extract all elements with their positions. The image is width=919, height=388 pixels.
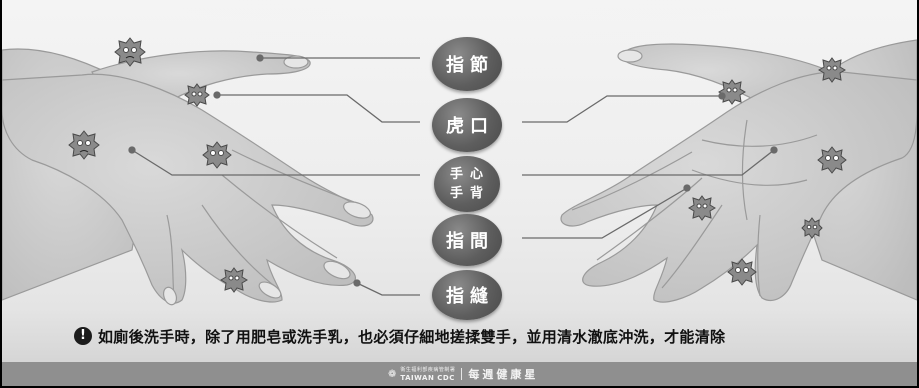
tip-text: 如廁後洗手時，除了用肥皂或洗手乳，也必須仔細地搓揉雙手，並用清水澈底沖洗，才能清… <box>98 328 726 346</box>
left-nail-thumb <box>283 55 309 69</box>
footer-brand: 每週健康星 <box>468 368 539 381</box>
footer-separator <box>461 368 463 380</box>
left-nail-index <box>343 201 371 219</box>
cdc-logo-icon: ❁ <box>388 368 397 380</box>
left-nail-little <box>162 286 178 306</box>
germs <box>68 37 847 293</box>
right-nail-thumb <box>617 49 643 63</box>
left-hand-back <box>2 73 374 304</box>
label-gap-text: 指縫 <box>446 286 494 307</box>
footer-org-en: TAIWAN CDC <box>400 374 455 382</box>
label-palm-text: 手心 <box>449 167 490 182</box>
germ-icon <box>817 146 847 174</box>
germ-icon <box>801 217 823 239</box>
label-joint: 指節 <box>432 37 502 91</box>
dot-gap <box>353 279 361 287</box>
left-hand <box>2 48 374 306</box>
label-thumb-web-text: 虎口 <box>446 116 494 137</box>
dot-joint <box>256 54 264 62</box>
label-gap: 指縫 <box>432 270 502 320</box>
tip-bar: ! 如廁後洗手時，除了用肥皂或洗手乳，也必須仔細地搓揉雙手，並用清水澈底沖洗，才… <box>2 318 917 358</box>
exclamation-icon: ! <box>74 327 92 345</box>
label-back-text: 手背 <box>449 186 490 201</box>
left-nail-ring <box>258 281 282 299</box>
left-hand-finger-index <box>231 149 363 206</box>
line-palm <box>522 149 775 176</box>
dot-thumb-web-right <box>718 92 726 100</box>
label-between-text: 指間 <box>446 231 494 252</box>
left-hand-finger-ring <box>201 204 278 289</box>
germ-icon <box>114 37 146 67</box>
left-nail-middle <box>323 260 351 280</box>
footer-org-zh: 衛生福利部疾病管制署 <box>400 367 456 373</box>
right-hand-finger-lines <box>571 151 761 297</box>
germ-icon <box>718 79 746 105</box>
footer-logo: ❁ 衛生福利部疾病管制署 TAIWAN CDC 每週健康星 <box>388 365 538 383</box>
germ-icon <box>727 258 757 286</box>
dot-thumb-web-left <box>213 91 221 99</box>
label-thumb-web: 虎口 <box>432 98 502 152</box>
line-thumb-web-right <box>522 95 722 123</box>
right-hand <box>560 39 917 303</box>
line-back <box>131 149 420 176</box>
label-joint-text: 指節 <box>446 55 494 76</box>
dot-back <box>128 146 136 154</box>
germ-icon <box>68 130 100 160</box>
line-thumb-web-left <box>217 94 420 123</box>
left-hand-finger-middle <box>221 174 338 259</box>
dot-between <box>683 184 691 192</box>
callout-lines <box>128 54 778 296</box>
line-between <box>522 187 688 239</box>
label-between: 指間 <box>432 214 502 266</box>
line-gap <box>356 282 420 296</box>
right-hand-palm <box>560 71 917 303</box>
dot-palm <box>770 146 778 154</box>
germ-icon <box>184 83 210 107</box>
germ-icon <box>688 195 716 221</box>
footer: ❁ 衛生福利部疾病管制署 TAIWAN CDC 每週健康星 <box>2 362 917 386</box>
germ-icon <box>220 267 248 293</box>
label-palm-back: 手心 手背 <box>434 156 500 212</box>
germ-icon <box>202 141 232 169</box>
germ-icon <box>818 57 846 83</box>
footer-org: 衛生福利部疾病管制署 TAIWAN CDC <box>400 366 455 382</box>
